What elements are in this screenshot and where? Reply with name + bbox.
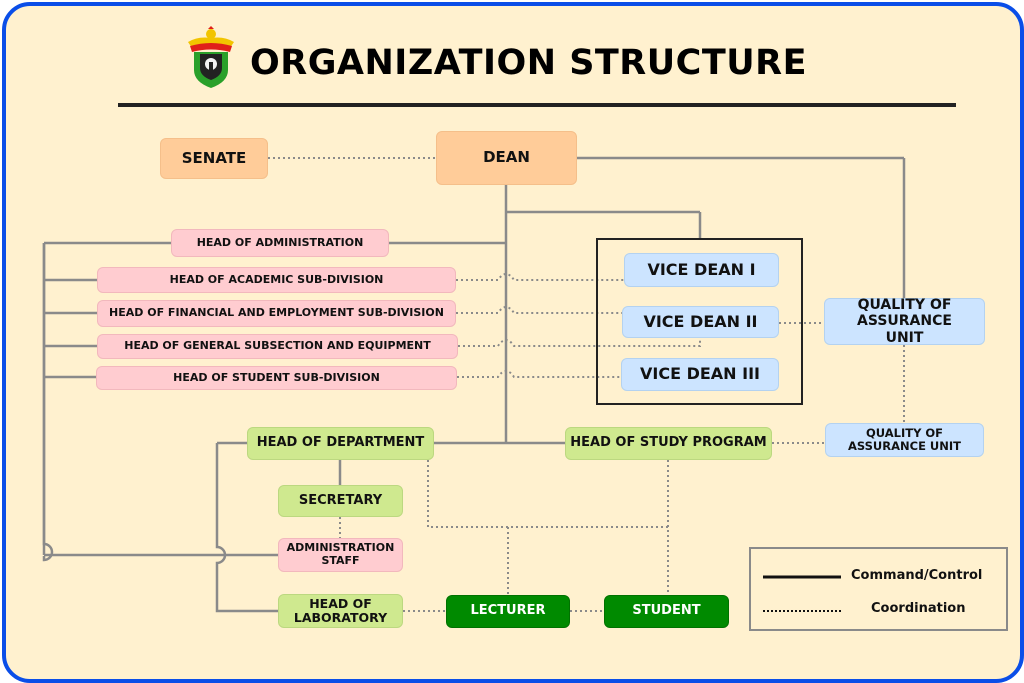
senate-box[interactable]: SENATE <box>160 138 268 179</box>
lecturer-box[interactable]: LECTURER <box>446 595 570 628</box>
head-of-general-box[interactable]: HEAD OF GENERAL SUBSECTION AND EQUIPMENT <box>97 334 458 359</box>
secretary-box[interactable]: SECRETARY <box>278 485 403 517</box>
university-crest-icon <box>188 26 234 88</box>
legend: Command/Control Coordination <box>749 547 1008 631</box>
qa-unit-faculty-box[interactable]: QUALITY OF ASSURANCE UNIT <box>824 297 985 346</box>
head-of-student-box[interactable]: HEAD OF STUDENT SUB-DIVISION <box>96 366 457 390</box>
vice-dean-3-box[interactable]: VICE DEAN III <box>621 358 779 391</box>
page-title: ORGANIZATION STRUCTURE <box>250 43 808 83</box>
legend-command-label: Command/Control <box>851 568 983 583</box>
head-of-financial-box[interactable]: HEAD OF FINANCIAL AND EMPLOYMENT SUB-DIV… <box>97 300 456 327</box>
head-of-academic-box[interactable]: HEAD OF ACADEMIC SUB-DIVISION <box>97 267 456 293</box>
title-underline <box>118 103 956 107</box>
dept-to-lab-line <box>215 443 278 613</box>
legend-line-samples <box>763 575 841 612</box>
command-lines <box>42 156 906 613</box>
vice-dean-group <box>596 238 803 405</box>
dean-box[interactable]: DEAN <box>436 131 577 185</box>
head-of-laboratory-box[interactable]: HEAD OF LABORATORY <box>278 594 403 628</box>
head-of-study-program-box[interactable]: HEAD OF STUDY PROGRAM <box>565 427 772 460</box>
vice-dean-1-box[interactable]: VICE DEAN I <box>624 253 779 287</box>
head-of-department-box[interactable]: HEAD OF DEPARTMENT <box>247 427 434 460</box>
legend-coordination-label: Coordination <box>871 601 966 616</box>
qa-unit-program-box[interactable]: QUALITY OF ASSURANCE UNIT <box>825 423 984 457</box>
coordination-lines <box>268 157 905 612</box>
head-of-administration-box[interactable]: HEAD OF ADMINISTRATION <box>171 229 389 257</box>
student-box[interactable]: STUDENT <box>604 595 729 628</box>
administration-staff-box[interactable]: ADMINISTRATION STAFF <box>278 538 403 572</box>
vice-dean-2-box[interactable]: VICE DEAN II <box>622 306 779 338</box>
